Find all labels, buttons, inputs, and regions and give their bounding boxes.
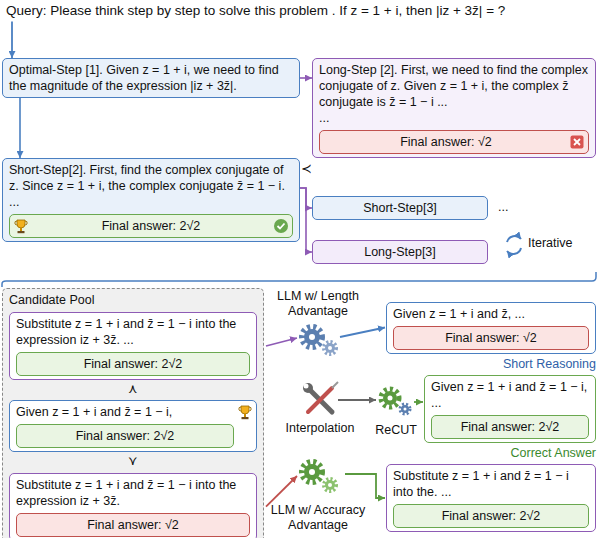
node-text: Final answer: 2√2 <box>23 428 227 444</box>
node-text: Substitute z = 1 + i and z̄ = 1 − i into… <box>16 477 250 509</box>
query-text: Query: Please think step by step to solv… <box>6 3 592 19</box>
flow-arrow <box>300 77 312 79</box>
answer-box: Final answer: 2√2 <box>9 214 293 238</box>
node-text: Given z = 1 + i and z̄, ... <box>393 306 589 322</box>
method-name: ReCUT <box>372 423 420 438</box>
order-symbol: ⋏ <box>9 382 257 396</box>
output-box: Given z = 1 + i and z̄ = 1 − i, ... Final… <box>424 375 596 443</box>
flow-arrow <box>19 98 21 158</box>
process-arrow <box>340 328 385 338</box>
node-text: Candidate Pool <box>9 292 257 308</box>
step-box: Long-Step[3] <box>312 240 488 264</box>
node-text: Substitute z = 1 + i and z̄ = 1 − i into… <box>16 316 250 348</box>
candidate-box: Substitute z = 1 + i and z̄ = 1 − i into… <box>9 312 257 380</box>
process-arrow <box>345 474 385 498</box>
node-text: Long-Step[3] <box>319 244 481 260</box>
step-box: Short-Step[3] <box>312 196 488 220</box>
node-text: Given z = 1 + i and z̄ = 1 − i, <box>16 404 234 420</box>
process-arrow <box>11 21 13 58</box>
answer-box: Final answer: √2 <box>393 326 589 350</box>
answer-box: Final answer: 2√2 <box>393 504 589 528</box>
trophy-icon <box>13 218 29 234</box>
answer-box: Final answer: √2 <box>16 513 250 537</box>
answer-box: Final answer: 2√2 <box>16 424 234 448</box>
answer-box: Final answer: 2√2 <box>16 352 250 376</box>
flow-arrow <box>300 188 312 252</box>
gear-icon <box>302 327 336 354</box>
step-box: Optimal-Step [1]. Given z = 1 + i, we ne… <box>2 58 300 98</box>
candidate-pool: Candidate PoolSubstitute z = 1 + i and z… <box>2 288 264 538</box>
iterative-label: Iterative <box>528 236 594 251</box>
model-label: LLM w/ Accuracy Advantage <box>268 503 368 534</box>
wrench-icon <box>303 382 338 412</box>
output-box: Substitute z = 1 + i and z̄ = 1 − i into… <box>386 464 596 532</box>
node-text: Final answer: 2√2 <box>400 508 582 524</box>
result-tag: Correct Answer <box>386 446 596 461</box>
gear-icon <box>381 389 410 414</box>
node-text: ... <box>9 194 293 210</box>
step-box: Long-Step [2]. First, we need to find th… <box>312 58 596 158</box>
model-label: LLM w/ Length Advantage <box>268 289 368 320</box>
node-text: ... <box>319 110 589 126</box>
result-tag: Short Reasoning <box>386 357 596 372</box>
node-text: Short-Step[2]. First, find the complex c… <box>9 162 293 194</box>
process-arrow <box>338 399 376 401</box>
output-box: Given z = 1 + i and z̄, ... Final answer:… <box>386 302 596 354</box>
order-symbol: ⋎ <box>9 454 257 468</box>
node-text: Final answer: 2√2 <box>32 218 270 234</box>
cycle-icon <box>507 236 521 254</box>
ellipsis: ... <box>498 200 528 215</box>
answer-box: Final answer: 2√2 <box>431 415 589 439</box>
node-text: Final answer: √2 <box>326 134 566 150</box>
trophy-icon <box>237 404 253 420</box>
node-text: Long-Step [2]. First, we need to find th… <box>319 62 589 110</box>
node-text: Given z = 1 + i and z̄ = 1 − i, ... <box>431 379 589 411</box>
node-text: Substitute z = 1 + i and z̄ = 1 − i into… <box>393 468 589 500</box>
candidate-box: Substitute z = 1 + i and z̄ = 1 − i into… <box>9 473 257 538</box>
x-icon <box>569 134 585 150</box>
node-text: Final answer: √2 <box>400 330 582 346</box>
process-arrow <box>266 476 297 507</box>
answer-box: Final answer: √2 <box>319 130 589 154</box>
method-label: Interpolation <box>276 421 364 436</box>
process-arrow <box>266 338 297 346</box>
step-box: Short-Step[2]. First, find the complex c… <box>2 158 300 242</box>
section-bracket <box>2 272 596 287</box>
candidate-box: Given z = 1 + i and z̄ = 1 − i, Final ans… <box>9 400 257 452</box>
node-text: Optimal-Step [1]. Given z = 1 + i, we ne… <box>9 62 293 94</box>
node-text: Short-Step[3] <box>319 200 481 216</box>
order-symbol: ≺ <box>301 161 313 177</box>
node-text: Final answer: √2 <box>23 517 243 533</box>
node-text: Final answer: 2√2 <box>23 356 243 372</box>
check-icon <box>273 218 289 234</box>
gear-icon <box>302 462 336 491</box>
process-arrow <box>414 401 423 403</box>
node-text: Final answer: 2√2 <box>438 419 582 435</box>
